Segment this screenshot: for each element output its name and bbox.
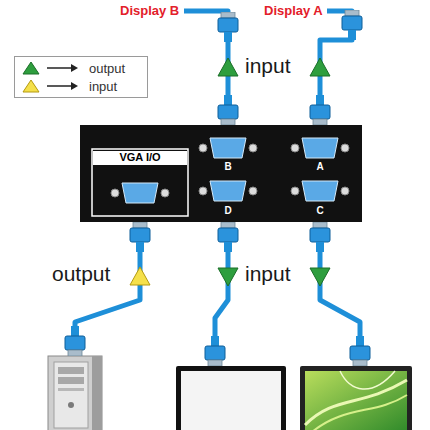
- vga-plug: [65, 326, 85, 356]
- monitor-screen: [305, 371, 407, 430]
- monitor-screen: [181, 371, 281, 430]
- display-title: Display B: [118, 1, 184, 21]
- legend-triangle: [23, 80, 39, 92]
- direction-triangle: [218, 58, 238, 76]
- port-socket: [210, 138, 246, 158]
- drive-bay: [58, 367, 84, 374]
- port-screw: [341, 144, 349, 152]
- port-screw: [161, 189, 169, 197]
- legend-triangle: [23, 62, 39, 74]
- port-socket: [302, 181, 338, 201]
- port-letter: B: [224, 161, 231, 173]
- power-button: [68, 402, 74, 408]
- legend-arrow: [47, 85, 71, 87]
- direction-triangle: [130, 267, 150, 285]
- legend-text: input: [89, 79, 117, 94]
- vga-plug: [310, 222, 330, 252]
- port-screw: [111, 189, 119, 197]
- io-outline: [92, 149, 188, 216]
- legend-arrow: [47, 67, 71, 69]
- port-screw: [199, 187, 207, 195]
- vga-plug: [218, 95, 238, 125]
- legend-arrowhead: [71, 64, 78, 72]
- port-letter: D: [224, 205, 231, 217]
- port-letter: A: [316, 161, 323, 173]
- legend-symbol: [21, 60, 83, 76]
- monitor-frame: [176, 366, 286, 430]
- display-name: Display A: [264, 3, 325, 19]
- computer-side: [92, 356, 102, 430]
- monitor-frame: [300, 366, 412, 430]
- port-screw: [249, 187, 257, 195]
- port-socket: [210, 181, 246, 201]
- direction-label: input: [245, 262, 291, 286]
- vga-port: [291, 181, 349, 201]
- vga-plug: [350, 336, 370, 366]
- port-screw: [249, 144, 257, 152]
- vga-plug: [310, 95, 330, 125]
- vga-plug: [342, 10, 362, 40]
- port-socket: [122, 183, 158, 203]
- vga-port: [199, 181, 257, 201]
- legend-arrowhead: [71, 82, 78, 90]
- vga-port: [111, 183, 169, 203]
- computer-front: [54, 362, 88, 428]
- box-label: VGA I/O: [93, 151, 187, 165]
- wallpaper-swirl: [340, 371, 395, 389]
- legend-symbol: [21, 78, 83, 94]
- legend-entry: output: [21, 59, 141, 77]
- floppy-slot: [58, 388, 84, 391]
- port-screw: [291, 187, 299, 195]
- wallpaper-swirl: [312, 395, 407, 430]
- vga-plug: [130, 222, 150, 252]
- computer-tower: [48, 356, 102, 430]
- direction-triangle: [218, 268, 238, 286]
- legend-box: output input: [14, 56, 148, 98]
- direction-triangle: [310, 268, 330, 286]
- drive-bay: [58, 377, 84, 384]
- display-title: Display A: [262, 1, 327, 21]
- direction-label: input: [245, 54, 291, 78]
- port-letter: C: [316, 205, 323, 217]
- legend-text: output: [89, 61, 125, 76]
- port-screw: [291, 144, 299, 152]
- direction-triangle: [310, 58, 330, 76]
- legend-entry: input: [21, 77, 141, 95]
- vga-port: [199, 138, 257, 158]
- direction-label: output: [52, 262, 110, 286]
- port-screw: [341, 187, 349, 195]
- display-name: Display B: [120, 3, 182, 19]
- vga-plug: [205, 336, 225, 366]
- port-screw: [199, 144, 207, 152]
- vga-port: [291, 138, 349, 158]
- port-socket: [302, 138, 338, 158]
- vga-plug: [218, 12, 238, 42]
- vga-plug: [218, 222, 238, 252]
